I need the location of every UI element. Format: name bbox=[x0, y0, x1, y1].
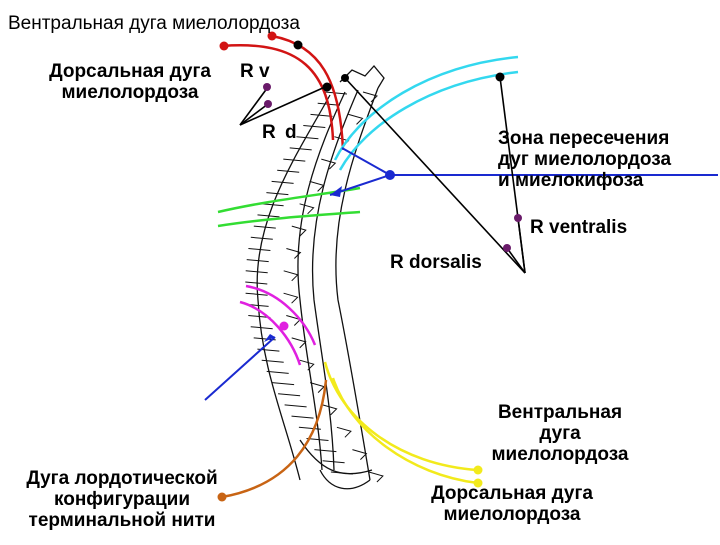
yellow-dot-inner bbox=[473, 478, 483, 488]
yellow-arc-inner bbox=[331, 377, 479, 485]
label-dorsal-arc-top: Дорсальная дуга миелолордоза bbox=[30, 61, 230, 103]
blue-arrowhead-lower bbox=[264, 334, 275, 342]
skull-base-marks bbox=[339, 65, 385, 89]
purple-dot-dorsalis bbox=[503, 244, 511, 252]
label-r-ventralis: R ventralis bbox=[530, 217, 628, 238]
label-rv: R v bbox=[240, 61, 270, 82]
label-intersection-line2: дуг миелолордоза bbox=[498, 149, 672, 170]
label-dorsal-arc-bottom: Дорсальная дуга миелолордоза bbox=[412, 483, 612, 525]
black-dot-spine bbox=[322, 82, 332, 92]
cyan-arc-lower bbox=[338, 70, 519, 171]
red-dot-left bbox=[219, 41, 229, 51]
spinal-canal-left bbox=[297, 91, 346, 471]
black-dot-spine-right bbox=[341, 74, 349, 82]
label-intersection-zone: Зона пересечения дуг миелолордоза и миел… bbox=[498, 128, 671, 191]
purple-dot-ventralis bbox=[514, 214, 522, 222]
leader-rd-to-spine bbox=[239, 86, 326, 126]
black-dot-red-arc bbox=[293, 40, 303, 50]
orange-arc bbox=[221, 379, 328, 499]
green-arc-lower bbox=[217, 210, 361, 228]
red-arcs bbox=[221, 34, 345, 151]
orange-dot bbox=[217, 492, 227, 502]
red-arc-inner bbox=[271, 34, 345, 151]
label-ventral-bottom-line1: Вентральная bbox=[497, 402, 623, 423]
magenta-arcs bbox=[239, 284, 317, 366]
label-terminal-line1: Дуга лордотической bbox=[26, 468, 218, 489]
magenta-arc-upper bbox=[245, 284, 317, 346]
purple-dot-rv bbox=[263, 83, 271, 91]
leader-ventralis-dot bbox=[517, 217, 526, 274]
leader-rd-to-rd bbox=[239, 103, 269, 126]
label-ventral-arc-top: Вентральная дуга миелолордоза bbox=[8, 13, 300, 34]
blue-lower-line bbox=[204, 336, 276, 401]
label-terminal-line3: терминальной нити bbox=[28, 510, 216, 531]
label-terminal-line2: конфигурации bbox=[53, 489, 191, 510]
yellow-arc-outer bbox=[323, 361, 479, 472]
label-dorsal-arc-top-line1: Дорсальная дуга bbox=[49, 61, 211, 82]
leader-rd-to-rv bbox=[239, 86, 269, 126]
label-terminal-filum-arc: Дуга лордотической конфигурации терминал… bbox=[4, 468, 240, 531]
leader-dorsalis-dot bbox=[506, 247, 526, 274]
label-intersection-line1: Зона пересечения bbox=[498, 128, 670, 149]
red-arc-outer bbox=[221, 44, 335, 141]
cyan-arcs bbox=[333, 55, 519, 171]
label-rd: R d bbox=[262, 122, 299, 143]
label-ventral-bottom-line2: дуга bbox=[539, 423, 581, 444]
purple-dot-rd bbox=[264, 100, 272, 108]
yellow-arcs bbox=[323, 361, 479, 485]
magenta-arc-lower bbox=[239, 300, 302, 366]
marker-dots bbox=[217, 31, 522, 502]
magenta-dot bbox=[279, 321, 289, 331]
spinal-canal-right bbox=[311, 89, 359, 471]
blue-lines bbox=[204, 147, 718, 401]
leader-rdorsalis bbox=[344, 77, 526, 274]
sacrum-outline bbox=[299, 439, 373, 490]
spine-front-edge bbox=[256, 94, 331, 481]
blue-dot bbox=[385, 170, 395, 180]
label-ventral-arc-bottom: Вентральная дуга миелолордоза bbox=[460, 402, 660, 465]
label-dorsal-bottom-line2: миелолордоза bbox=[443, 504, 581, 525]
label-dorsal-bottom-line1: Дорсальная дуга bbox=[431, 483, 593, 504]
leader-lines bbox=[239, 76, 526, 274]
blue-arrowhead-upper bbox=[330, 186, 342, 197]
vertebra-marks bbox=[245, 91, 353, 475]
blue-line-diag bbox=[341, 147, 391, 176]
label-r-dorsalis: R dorsalis bbox=[390, 252, 482, 273]
label-intersection-line3: и миелокифоза bbox=[498, 170, 644, 191]
label-ventral-bottom-line3: миелолордоза bbox=[491, 444, 629, 465]
black-dot-cyan bbox=[495, 72, 505, 82]
label-dorsal-arc-top-line2: миелолордоза bbox=[61, 82, 199, 103]
cyan-arc-upper bbox=[333, 55, 519, 161]
red-dot-top bbox=[267, 31, 277, 41]
yellow-dot-outer bbox=[473, 465, 483, 475]
